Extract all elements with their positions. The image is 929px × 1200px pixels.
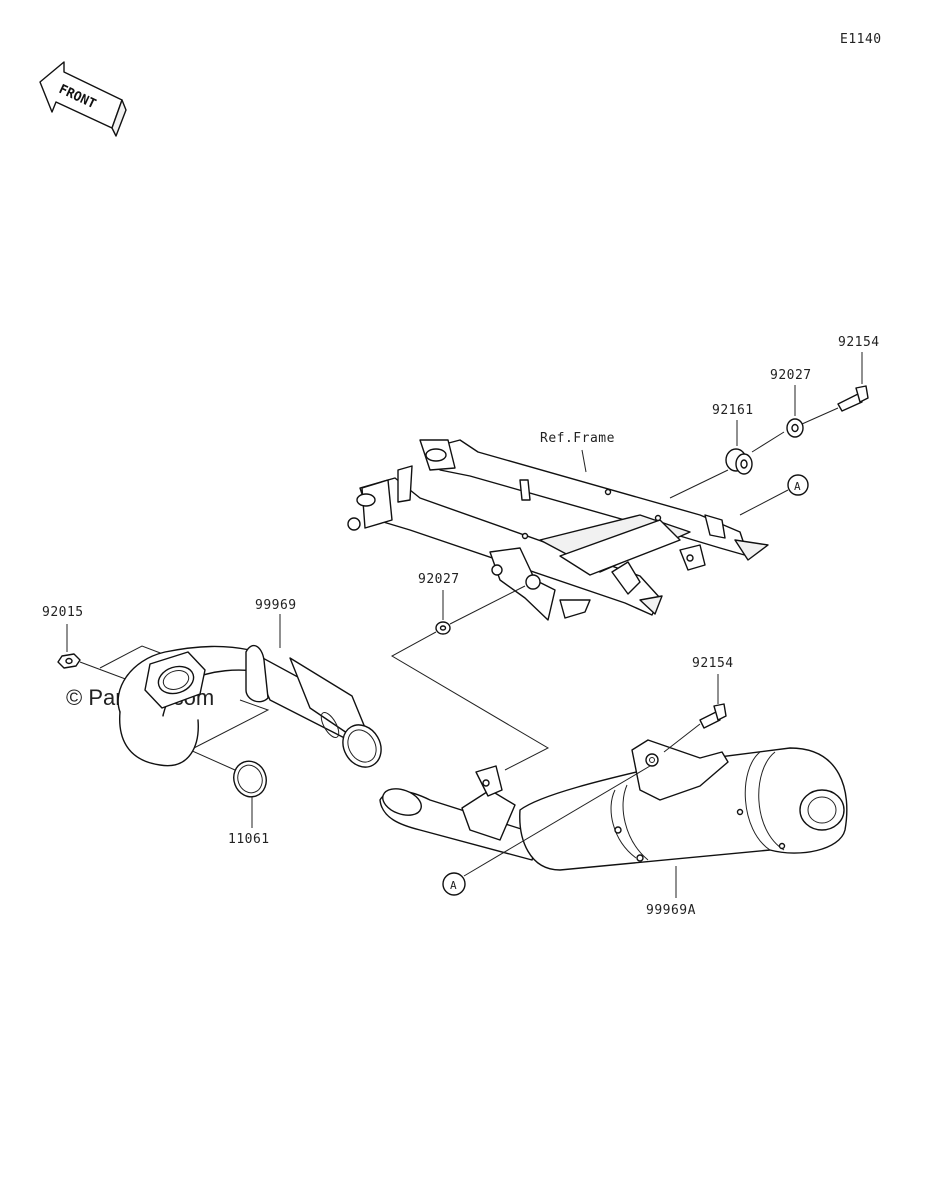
rear-frame bbox=[347, 439, 769, 621]
part-label-92027-mid: 92027 bbox=[418, 572, 460, 587]
part-label-99969: 99969 bbox=[255, 598, 297, 613]
bolt-top-icon bbox=[837, 385, 869, 412]
svg-text:A: A bbox=[450, 879, 457, 892]
part-label-92154-muffler: 92154 bbox=[692, 656, 734, 671]
part-label-92015: 92015 bbox=[42, 605, 84, 620]
nut-icon bbox=[57, 653, 81, 669]
gasket-icon bbox=[233, 760, 267, 798]
part-label-92154-top: 92154 bbox=[838, 335, 880, 350]
part-label-11061: 11061 bbox=[228, 832, 270, 847]
diagram-code: E1140 bbox=[840, 32, 882, 47]
damper-icon bbox=[725, 448, 753, 475]
part-label-92161: 92161 bbox=[712, 403, 754, 418]
bolt-muffler-icon bbox=[699, 703, 727, 729]
muffler bbox=[379, 739, 848, 871]
part-label-99969a: 99969A bbox=[646, 903, 696, 918]
callout-a-top: A bbox=[787, 474, 809, 496]
reference-label: Ref.Frame bbox=[540, 431, 615, 446]
collar-top-icon bbox=[786, 418, 804, 438]
svg-text:A: A bbox=[794, 480, 801, 493]
collar-mid-icon bbox=[435, 621, 451, 635]
part-label-92027-top: 92027 bbox=[770, 368, 812, 383]
callout-a-bottom: A bbox=[442, 872, 466, 896]
front-arrow-icon: FRONT bbox=[39, 61, 127, 137]
exhaust-pipe bbox=[117, 644, 382, 768]
